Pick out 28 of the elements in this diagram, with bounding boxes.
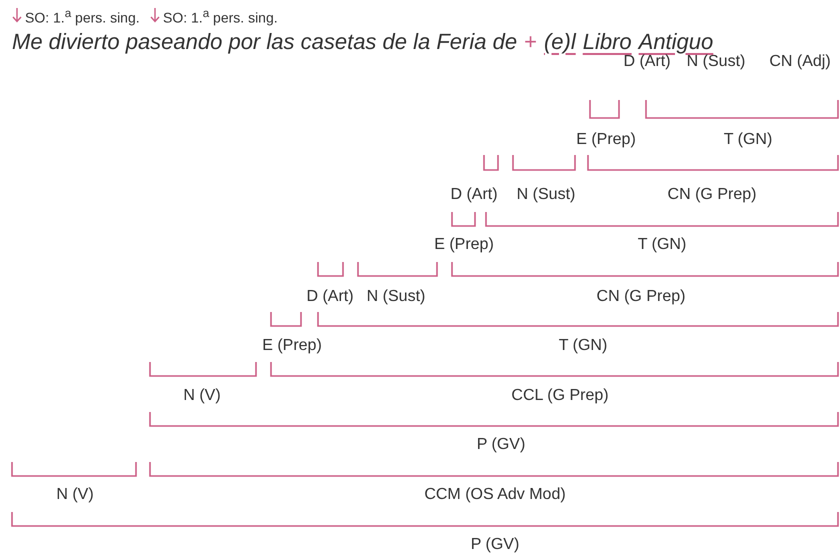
function-label: CN (G Prep) (668, 185, 756, 205)
function-label: N (Sust) (516, 185, 576, 205)
function-label: CN (Adj) (769, 52, 831, 72)
function-label: CCL (G Prep) (511, 386, 609, 406)
underlined-word: Libro (582, 28, 632, 55)
function-label: CCM (OS Adv Mod) (424, 485, 566, 505)
function-label: N (Sust) (366, 287, 426, 307)
function-label: P (GV) (470, 535, 520, 555)
function-label: T (GN) (724, 130, 772, 150)
function-label: N (V) (183, 386, 221, 406)
function-label: D (Art) (623, 53, 671, 72)
function-label: CN (G Prep) (596, 287, 686, 307)
function-label: T (GN) (638, 235, 686, 255)
function-label: P (GV) (476, 435, 526, 455)
function-label: D (Art) (306, 287, 354, 307)
underlined-word: Antiguo (638, 28, 714, 54)
underlined-word: (e)l (544, 28, 576, 56)
function-label: E (Prep) (262, 336, 322, 356)
function-label: E (Prep) (576, 130, 636, 150)
function-label: T (GN) (558, 336, 608, 356)
function-label: D (Art) (450, 185, 498, 205)
function-label: E (Prep) (434, 235, 494, 255)
sentence-text: Me divierto paseando por las casetas de la Feria de (12, 28, 518, 56)
plus-sign: + (524, 28, 537, 56)
function-label: N (V) (56, 485, 94, 505)
subject-note: SO: 1.$^{a}$ pers. sing. (163, 6, 278, 28)
function-label: N (Sust) (686, 53, 746, 72)
subject-note: SO: 1.$^{a}$ pers. sing. (25, 6, 140, 28)
